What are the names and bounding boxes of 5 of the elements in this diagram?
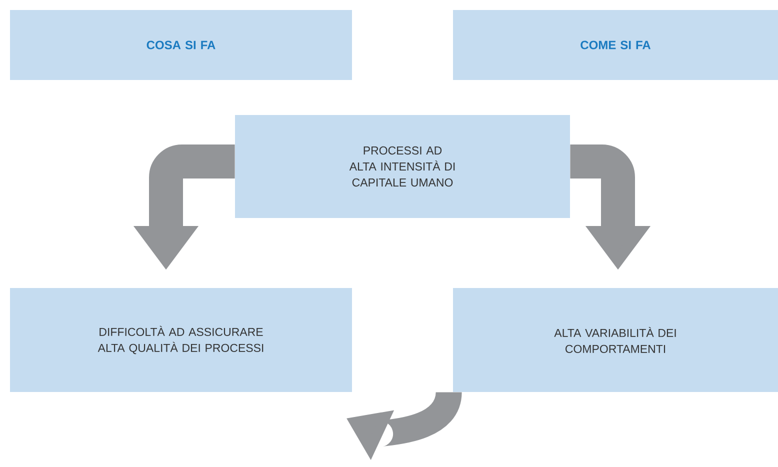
heading-box: COME SI FA xyxy=(453,10,778,80)
process-box: ALTA VARIABILITÀ DEI COMPORTAMENTI xyxy=(453,288,778,392)
heading-box: COSA SI FA xyxy=(10,10,352,80)
process-box: PROCESSI AD ALTA INTENSITÀ DI CAPITALE UMANO xyxy=(235,115,570,218)
process-box: DIFFICOLTÀ AD ASSICURARE ALTA QUALITÀ DEI PROCESSI xyxy=(10,288,352,392)
